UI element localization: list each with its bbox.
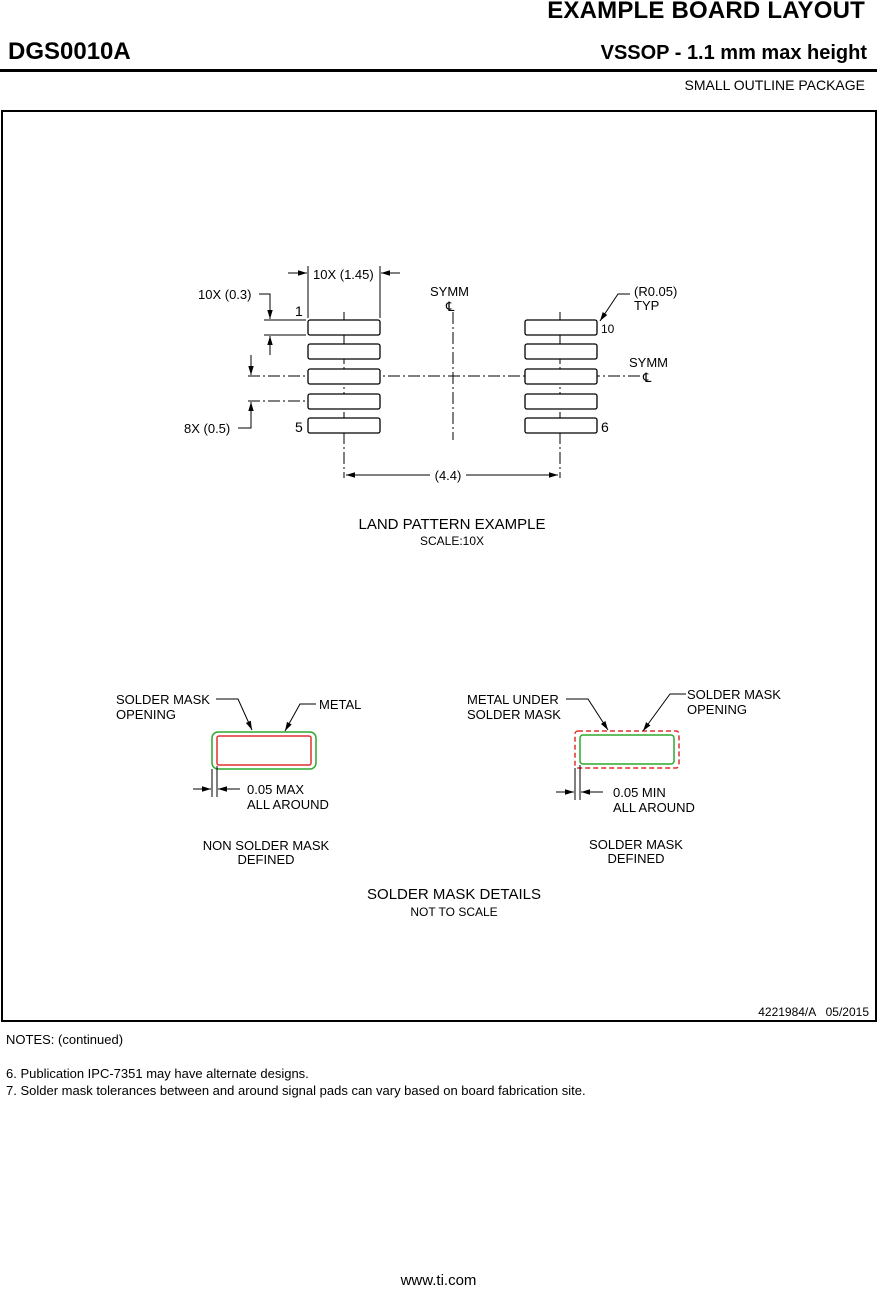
metal-pad-outline [216, 735, 312, 766]
drawing-id: 4221984/A 05/2015 [758, 1005, 869, 1019]
pad-5 [307, 417, 381, 434]
smd-metal-label: SOLDER MASK [467, 707, 561, 722]
pin-10-label: 10 [601, 322, 615, 336]
package-type: SMALL OUTLINE PACKAGE [684, 77, 866, 93]
pads [307, 319, 598, 434]
nsmd-caption: DEFINED [237, 852, 294, 867]
radius-leader [599, 293, 630, 322]
smd-detail: METAL UNDER SOLDER MASK SOLDER MASK OPEN… [467, 687, 781, 866]
pad-4 [307, 393, 381, 410]
smd-clearance-label: 0.05 MIN [613, 785, 666, 800]
symm-label-horizontal: SYMM [629, 355, 668, 370]
pad-2 [307, 343, 381, 360]
solder-mask-title: SOLDER MASK DETAILS [367, 886, 541, 903]
span-label: (4.4) [435, 468, 462, 483]
smd-caption: DEFINED [607, 851, 664, 866]
solder-mask-subtitle: NOT TO SCALE [410, 905, 497, 919]
footer-url[interactable]: www.ti.com [400, 1272, 477, 1289]
part-number: DGS0010A [8, 38, 131, 65]
pad-6 [524, 417, 598, 434]
nsmd-caption: NON SOLDER MASK [203, 838, 330, 853]
note-item: 6. Publication IPC-7351 may have alterna… [6, 1066, 309, 1081]
notes-heading: NOTES: (continued) [6, 1032, 124, 1047]
smd-caption: SOLDER MASK [589, 837, 683, 852]
pad-width-dimension [259, 293, 306, 355]
land-pattern-title: LAND PATTERN EXAMPLE [359, 516, 546, 533]
pad-9 [524, 343, 598, 360]
pad-width-label: 10X (0.3) [198, 287, 251, 302]
smd-opening-label: SOLDER MASK [687, 687, 781, 702]
smd-clearance-label: ALL AROUND [613, 800, 695, 815]
pad-10 [524, 319, 598, 336]
pin-1-label: 1 [295, 303, 303, 319]
pad-7 [524, 393, 598, 410]
pitch-dimension [238, 355, 306, 429]
nsmd-clearance-label: ALL AROUND [247, 797, 329, 812]
smd-opening-label: OPENING [687, 702, 747, 717]
nsmd-detail: SOLDER MASK OPENING METAL 0.05 MAX ALL A… [116, 692, 361, 867]
notes-section: NOTES: (continued) 6. Publication IPC-73… [6, 1031, 586, 1099]
nsmd-opening-label: OPENING [116, 707, 176, 722]
land-pattern-scale: SCALE:10X [420, 534, 484, 548]
mask-opening-outline [211, 731, 317, 770]
metal-under-mask-outline [574, 730, 680, 769]
pin-6-label: 6 [601, 419, 609, 435]
pad-length-label: 10X (1.45) [313, 267, 374, 282]
pad-length-dimension [288, 266, 400, 318]
pad-1 [307, 319, 381, 336]
solder-mask-details: SOLDER MASK OPENING METAL 0.05 MAX ALL A… [116, 687, 781, 919]
pin-5-label: 5 [295, 419, 303, 435]
land-pattern: 10X (1.45) 10X (0.3) 8X (0.5) (4.4) [184, 266, 677, 548]
centerline-icon: ℄ [445, 299, 455, 314]
note-item: 7. Solder mask tolerances between and ar… [6, 1083, 586, 1098]
header-rule [0, 69, 877, 72]
mask-opening-outline [579, 734, 675, 765]
package-description: VSSOP - 1.1 mm max height [600, 42, 867, 64]
symm-label-vertical: SYMM [430, 284, 469, 299]
pitch-label: 8X (0.5) [184, 421, 230, 436]
radius-label: (R0.05) [634, 284, 677, 299]
nsmd-clearance-label: 0.05 MAX [247, 782, 304, 797]
document-title: EXAMPLE BOARD LAYOUT [547, 0, 865, 24]
pad-3 [307, 368, 381, 385]
nsmd-metal-label: METAL [319, 697, 361, 712]
drawing-frame [1, 110, 877, 1022]
nsmd-opening-label: SOLDER MASK [116, 692, 210, 707]
centerline-icon: ℄ [642, 370, 652, 385]
smd-metal-label: METAL UNDER [467, 692, 559, 707]
radius-typ-label: TYP [634, 298, 659, 313]
pad-8 [524, 368, 598, 385]
